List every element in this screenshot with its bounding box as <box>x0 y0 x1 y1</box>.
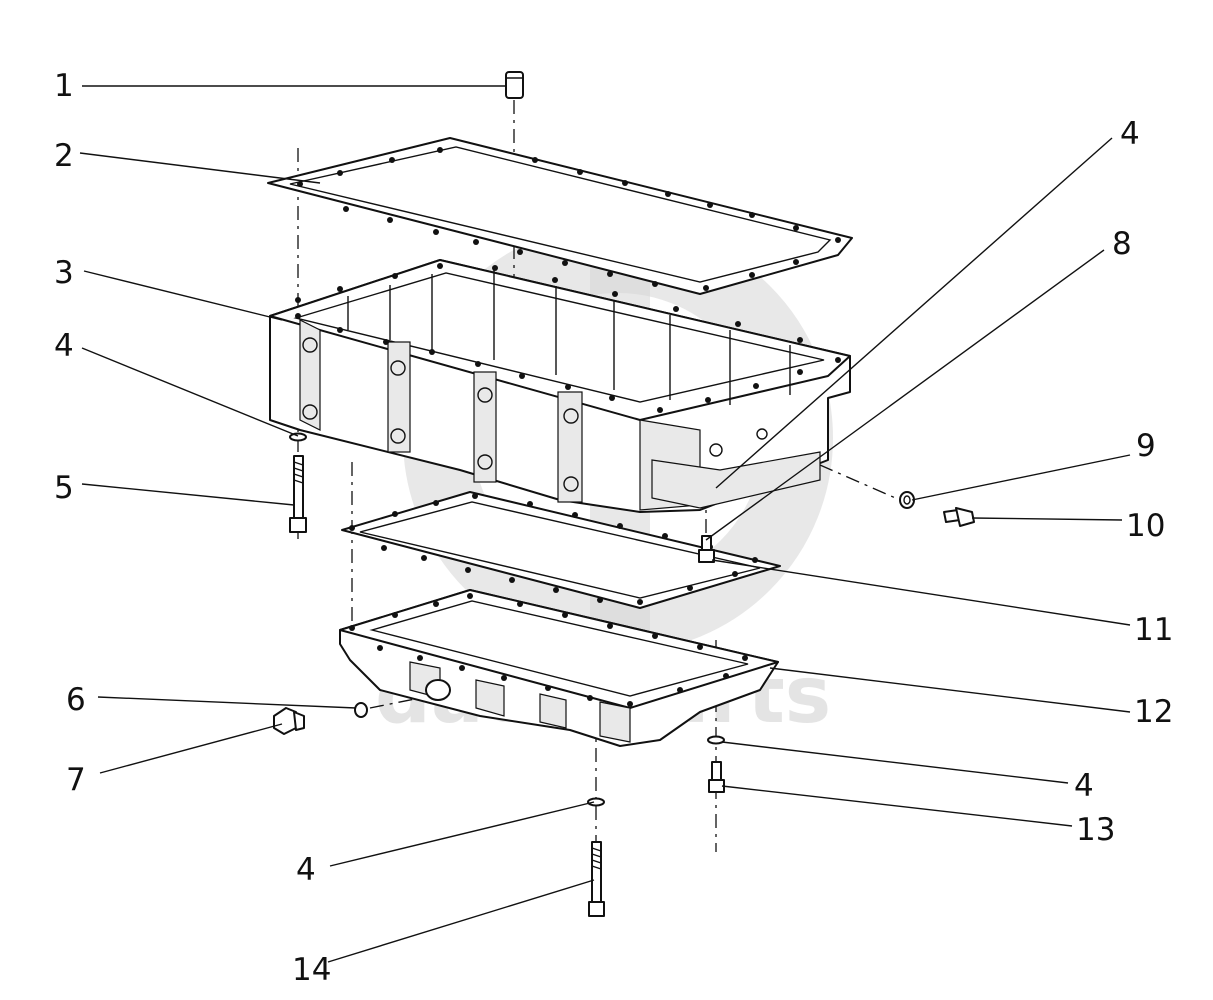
callout-14: 14 <box>292 952 331 988</box>
lower-oil-pan <box>339 589 779 747</box>
callout-10: 10 <box>1126 508 1165 544</box>
dowel-sleeve <box>505 71 524 99</box>
callout-6: 6 <box>66 682 86 718</box>
upper-oil-pan <box>269 259 851 513</box>
long-bolt <box>588 841 605 917</box>
callout-4-top: 4 <box>1120 116 1140 152</box>
callout-3: 3 <box>54 255 74 291</box>
middle-bolt <box>698 535 715 563</box>
callout-4-lower-right: 4 <box>1074 768 1094 804</box>
callout-11: 11 <box>1134 612 1173 648</box>
washer-lower-center <box>587 797 605 807</box>
leader-lines <box>79 85 1131 963</box>
upper-gasket <box>267 137 853 295</box>
callout-9: 9 <box>1136 428 1156 464</box>
sealing-washer-right <box>899 491 915 509</box>
callout-4-bottom: 4 <box>296 852 316 888</box>
callout-13: 13 <box>1076 812 1115 848</box>
washer-left <box>289 432 307 442</box>
washer-lower-right <box>707 735 725 745</box>
sealing-ring-lower <box>354 702 368 718</box>
callout-4-left: 4 <box>54 328 74 364</box>
callout-labels: 1 2 3 4 4 5 6 7 8 9 10 11 12 4 13 4 14 <box>54 68 1173 988</box>
bolt-left <box>289 455 307 533</box>
callout-8: 8 <box>1112 226 1132 262</box>
drain-plug-lower <box>273 707 305 735</box>
plug-screw-right <box>943 507 975 527</box>
callout-12: 12 <box>1134 694 1173 730</box>
callout-2: 2 <box>54 138 74 174</box>
callout-1: 1 <box>54 68 74 104</box>
short-bolt <box>708 761 725 793</box>
callout-5: 5 <box>54 470 74 506</box>
callout-7: 7 <box>66 762 86 798</box>
